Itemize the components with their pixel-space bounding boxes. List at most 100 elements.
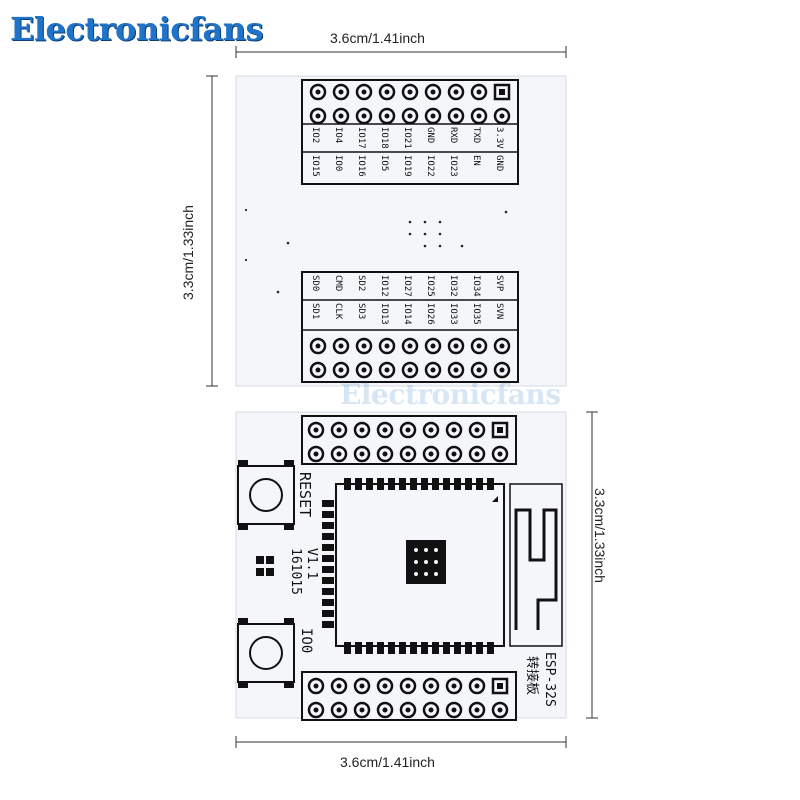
pin-label: GND (494, 155, 504, 171)
header-hole (330, 701, 348, 719)
header-hole (422, 677, 440, 695)
header-hole (378, 107, 396, 125)
header-hole (376, 421, 394, 439)
io0-button-footprint (237, 618, 295, 688)
pin-label: IO35 (471, 303, 481, 325)
header-hole (470, 361, 488, 379)
esp-pad (366, 478, 373, 490)
bottom-width-dimension (235, 736, 567, 748)
header-hole (307, 445, 325, 463)
version-label: V1.1 (304, 548, 319, 579)
pin-label: IO16 (356, 155, 366, 177)
header-hole (447, 107, 465, 125)
header-hole (491, 701, 509, 719)
header-hole (332, 337, 350, 355)
header-hole (491, 445, 509, 463)
esp-pad (487, 642, 494, 654)
header-hole (447, 83, 465, 101)
bottom-height-dimension (586, 411, 598, 719)
pin-label: IO12 (379, 275, 389, 297)
esp-pad (377, 642, 384, 654)
esp-pad (399, 642, 406, 654)
header-hole (376, 677, 394, 695)
header-hole (447, 361, 465, 379)
esp-pad (399, 478, 406, 490)
header-hole (330, 421, 348, 439)
header-hole (309, 337, 327, 355)
esp-pad (322, 577, 334, 584)
header-hole (355, 361, 373, 379)
esp-pad (476, 642, 483, 654)
esp-pad (487, 478, 494, 490)
esp-pad (355, 478, 362, 490)
pin-label: IO33 (448, 303, 458, 325)
header-hole (399, 701, 417, 719)
header-hole (401, 361, 419, 379)
header-hole (309, 83, 327, 101)
reset-button-footprint (237, 460, 295, 530)
esp-pad (465, 642, 472, 654)
header-hole (424, 337, 442, 355)
esp-pad (410, 642, 417, 654)
pin-label: GND (425, 127, 435, 143)
header-hole (424, 83, 442, 101)
pin-label: IO32 (448, 275, 458, 297)
header-hole (468, 421, 486, 439)
pin-label: IO2 (310, 127, 320, 143)
esp-pad (366, 642, 373, 654)
header-hole (355, 107, 373, 125)
esp-pad (443, 478, 450, 490)
header-hole (401, 337, 419, 355)
top-height-dimension (206, 75, 218, 387)
bottom-board: RESET IO0 V1.1 161015 ESP-32S 转接板 (235, 411, 567, 721)
pin-label: RXD (448, 127, 458, 143)
header-hole (378, 337, 396, 355)
header-hole (401, 107, 419, 125)
header-hole (378, 361, 396, 379)
header-hole (353, 701, 371, 719)
esp-pad (377, 478, 384, 490)
header-hole (307, 701, 325, 719)
header-hole (309, 107, 327, 125)
date-label: 161015 (288, 548, 303, 595)
pin-label: TXD (471, 127, 481, 143)
header-hole (468, 445, 486, 463)
pin-label: IO23 (448, 155, 458, 177)
header-hole (353, 677, 371, 695)
header-hole (422, 445, 440, 463)
esp-pad (322, 544, 334, 551)
pin-label: SD1 (310, 303, 320, 319)
pin-label: IO26 (425, 303, 435, 325)
pin-label: SVN (494, 303, 504, 319)
pin-label: IO13 (379, 303, 389, 325)
pin-label: 3.3V (494, 127, 504, 149)
module-label: ESP-32S (542, 652, 557, 707)
header-hole (399, 445, 417, 463)
header-hole (424, 107, 442, 125)
pin-label: IO27 (402, 275, 412, 297)
pin-label: IO21 (402, 127, 412, 149)
esp-pad (322, 566, 334, 573)
header-hole (355, 83, 373, 101)
pin-label: IO25 (425, 275, 435, 297)
header-hole (332, 83, 350, 101)
esp32-footprint (322, 478, 505, 654)
header-hole (332, 361, 350, 379)
esp-pad (322, 588, 334, 595)
esp-pad (344, 478, 351, 490)
header-hole (330, 445, 348, 463)
header-hole (445, 677, 463, 695)
header-hole (307, 677, 325, 695)
header-hole (378, 83, 396, 101)
header-hole (468, 701, 486, 719)
esp-pad (454, 642, 461, 654)
header-hole (447, 337, 465, 355)
esp-pad (322, 511, 334, 518)
pin-label: EN (471, 155, 481, 166)
esp-pad (410, 478, 417, 490)
header-hole (332, 107, 350, 125)
pin-label: IO14 (402, 303, 412, 325)
